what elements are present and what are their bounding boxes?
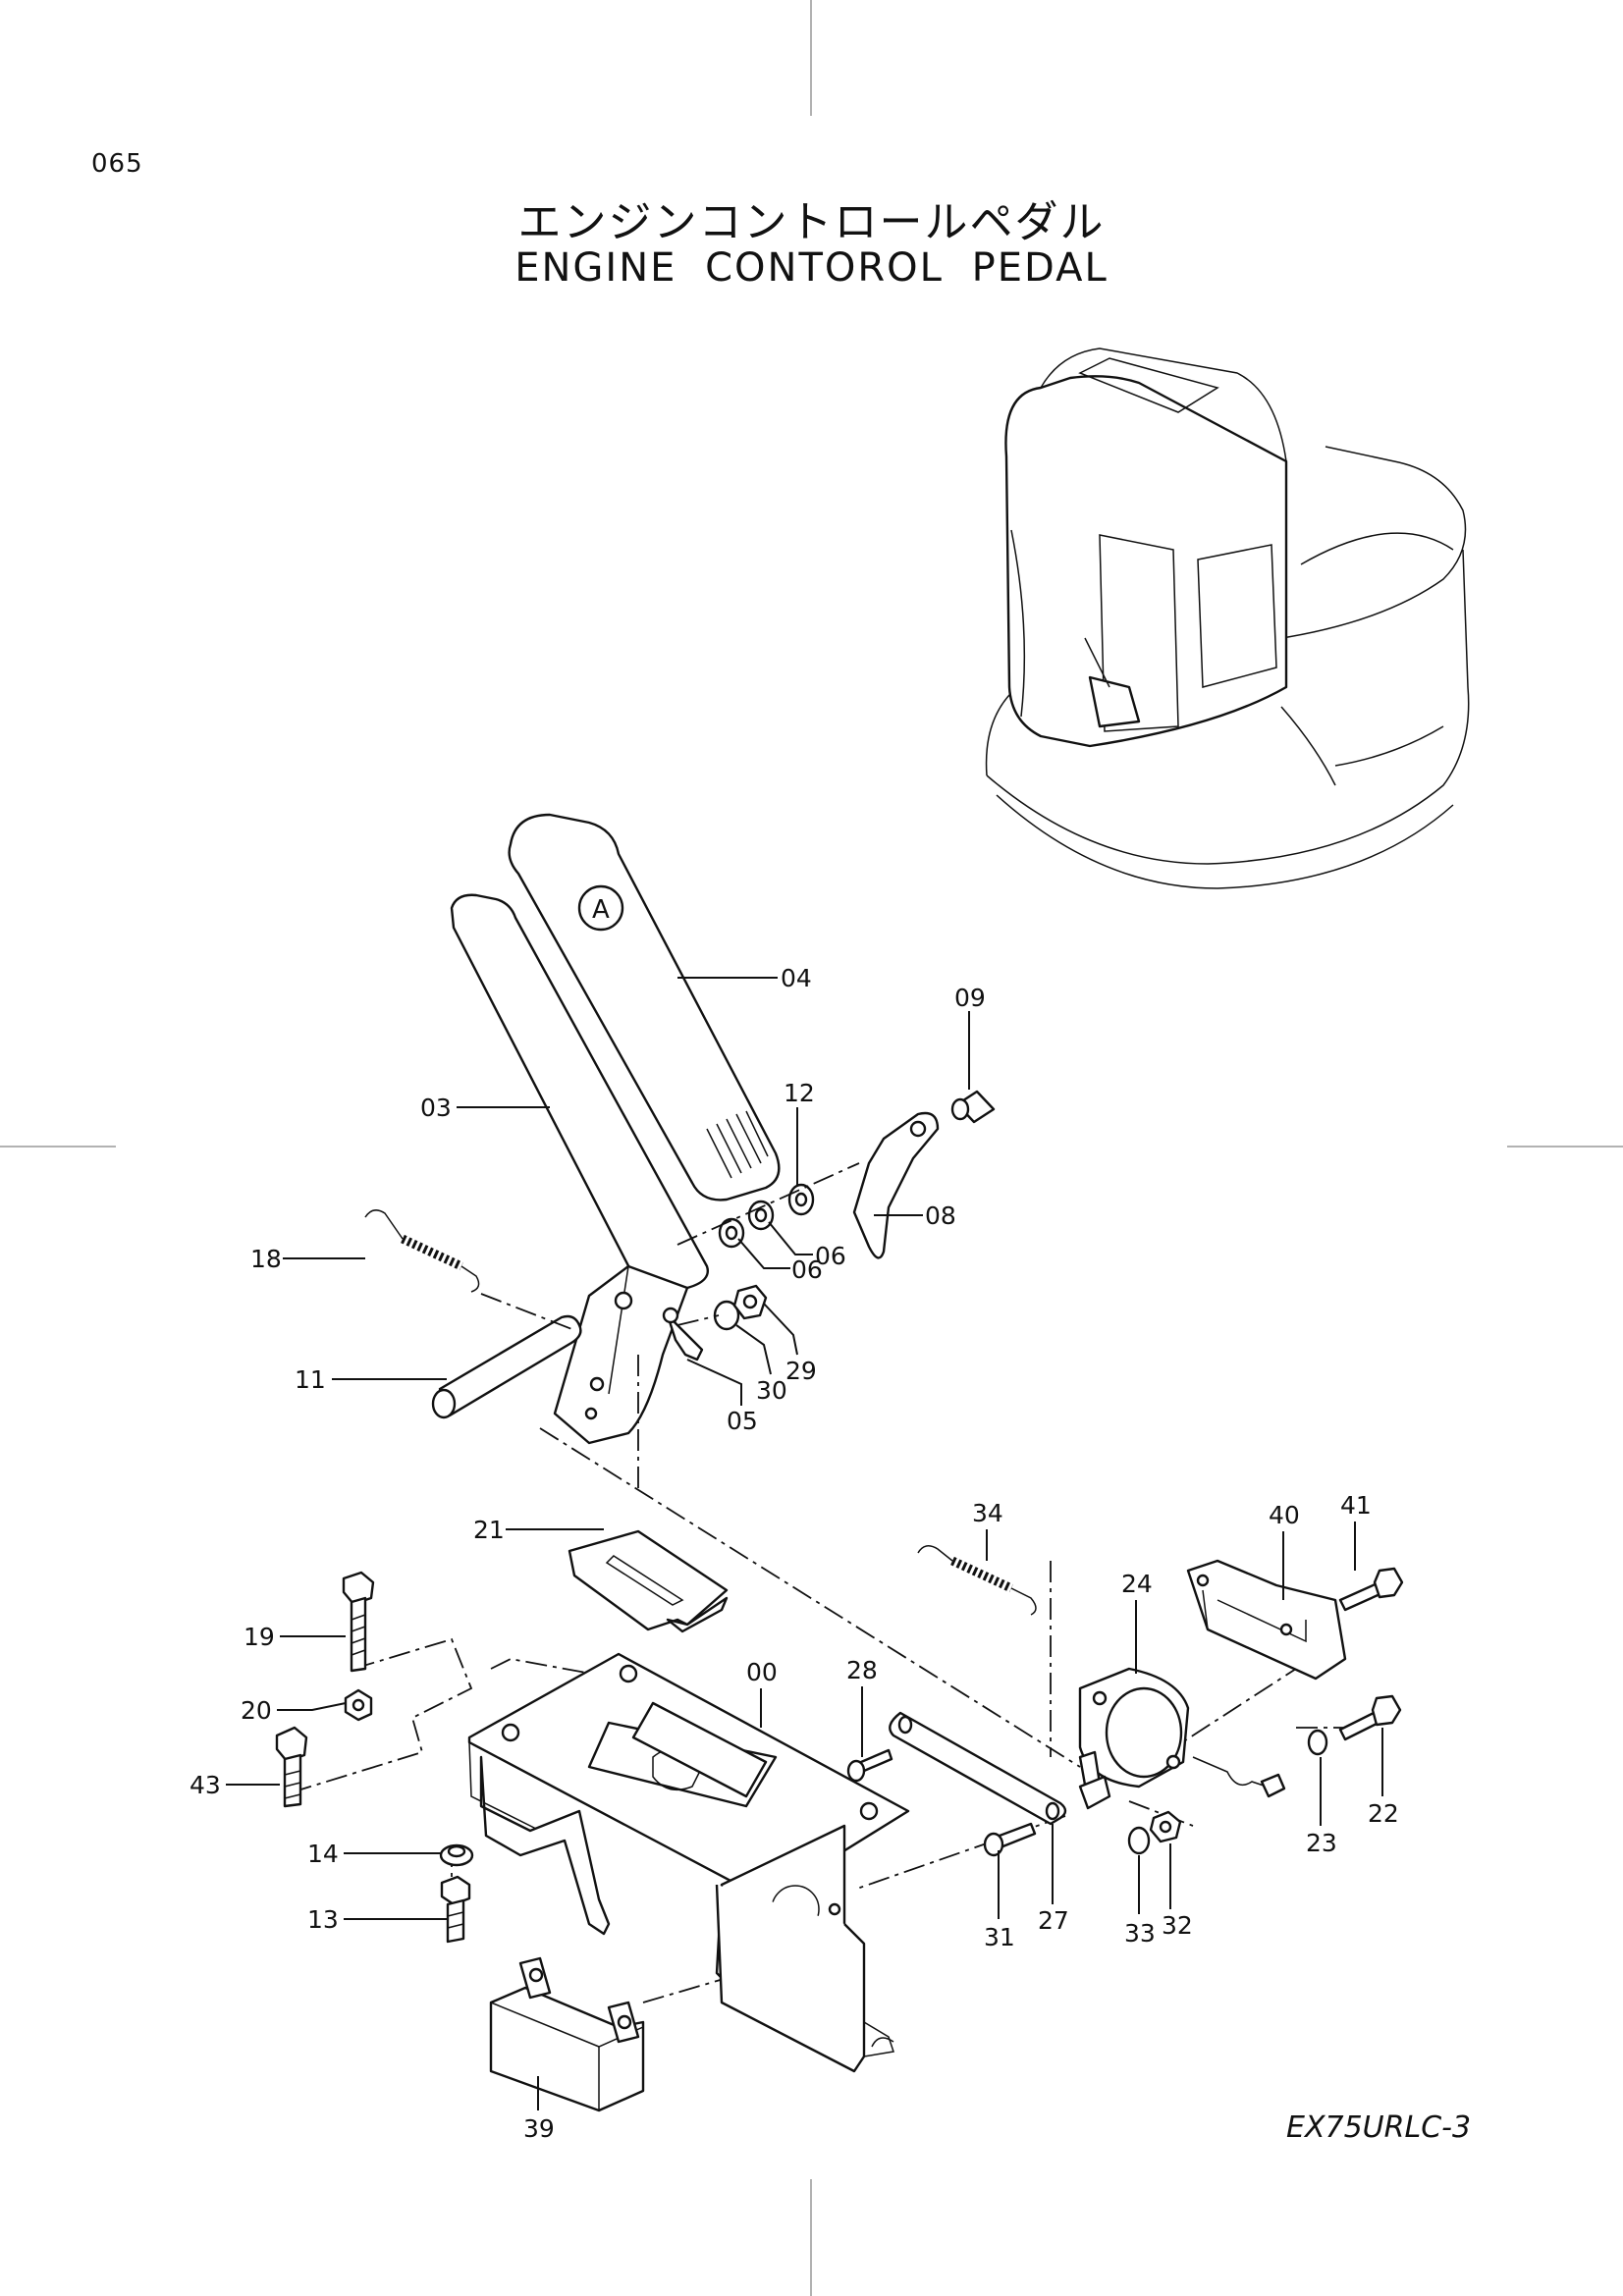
bushing-06-a [718, 1217, 745, 1249]
plate-21 [568, 1529, 729, 1633]
sensor-24 [1078, 1667, 1286, 1810]
callout-06-lower: 06 [791, 1255, 823, 1284]
callout-04: 04 [781, 964, 812, 992]
washer-33 [1127, 1826, 1151, 1855]
callout-24: 24 [1121, 1570, 1153, 1598]
callout-22: 22 [1368, 1799, 1399, 1828]
callout-09: 09 [954, 984, 986, 1012]
callout-05: 05 [727, 1407, 758, 1435]
title-english: ENGINE CONTOROL PEDAL [514, 245, 1109, 291]
grease-nipple-05 [662, 1307, 704, 1362]
callout-30: 30 [756, 1376, 787, 1405]
callout-34: 34 [972, 1499, 1003, 1527]
cover-40 [1186, 1559, 1347, 1681]
link-27 [889, 1711, 1067, 1826]
callout-29: 29 [785, 1357, 817, 1385]
callout-labels: 04 09 12 03 08 18 06 06 29 11 30 05 34 4… [189, 964, 1399, 2143]
callout-23: 23 [1306, 1829, 1337, 1857]
callout-21: 21 [473, 1516, 505, 1544]
bolt-28 [846, 1748, 893, 1783]
callout-12: 12 [784, 1079, 815, 1107]
bolt-43 [275, 1726, 308, 1808]
callout-33: 33 [1124, 1919, 1156, 1948]
pedal-arm-03 [450, 893, 709, 1445]
bushing-06-b [747, 1200, 775, 1231]
callout-28: 28 [846, 1656, 878, 1684]
washer-23 [1307, 1729, 1328, 1756]
callout-11: 11 [295, 1365, 326, 1394]
callout-40: 40 [1269, 1501, 1300, 1529]
callout-32: 32 [1162, 1911, 1193, 1940]
callout-39: 39 [523, 2114, 555, 2143]
washer-12 [787, 1183, 815, 1216]
bolt-19 [342, 1571, 375, 1673]
lever-bracket-08 [852, 1111, 940, 1259]
callout-31: 31 [984, 1923, 1015, 1951]
nut-20 [344, 1688, 373, 1722]
model-number: EX75URLC-3 [1286, 2110, 1472, 2145]
title-japanese: エンジンコントロールペダル [517, 197, 1106, 247]
bolt-13 [440, 1875, 471, 1944]
callout-14: 14 [307, 1840, 339, 1868]
accelerator-pedal-04: A [508, 813, 781, 1201]
pedal-logo: A [592, 895, 610, 925]
pin-11 [431, 1314, 582, 1419]
page-number: 065 [91, 149, 143, 179]
callout-00: 00 [746, 1658, 778, 1686]
callout-06-upper: 06 [815, 1242, 846, 1270]
callout-13: 13 [307, 1905, 339, 1934]
excavator-cab-illustration [985, 347, 1470, 889]
bolt-31 [983, 1822, 1037, 1857]
nut-32 [1149, 1810, 1182, 1843]
spring-34 [917, 1545, 1037, 1616]
callout-08: 08 [925, 1201, 956, 1230]
bolt-41 [1338, 1567, 1404, 1612]
callout-19: 19 [243, 1623, 275, 1651]
callout-41: 41 [1340, 1491, 1372, 1520]
callout-20: 20 [241, 1696, 272, 1725]
spring-18 [364, 1209, 480, 1293]
collar-09 [950, 1090, 996, 1124]
leader-lines [226, 977, 1383, 2110]
callout-03: 03 [420, 1094, 452, 1122]
callout-18: 18 [250, 1245, 282, 1273]
bolt-22 [1338, 1694, 1402, 1741]
callout-27: 27 [1038, 1906, 1069, 1935]
washer-14 [439, 1843, 474, 1867]
nut-29 [732, 1284, 768, 1320]
washer-30 [713, 1300, 740, 1331]
base-bracket-00 [467, 1652, 910, 2073]
damper-block-39 [489, 1956, 645, 2112]
callout-43: 43 [189, 1771, 221, 1799]
